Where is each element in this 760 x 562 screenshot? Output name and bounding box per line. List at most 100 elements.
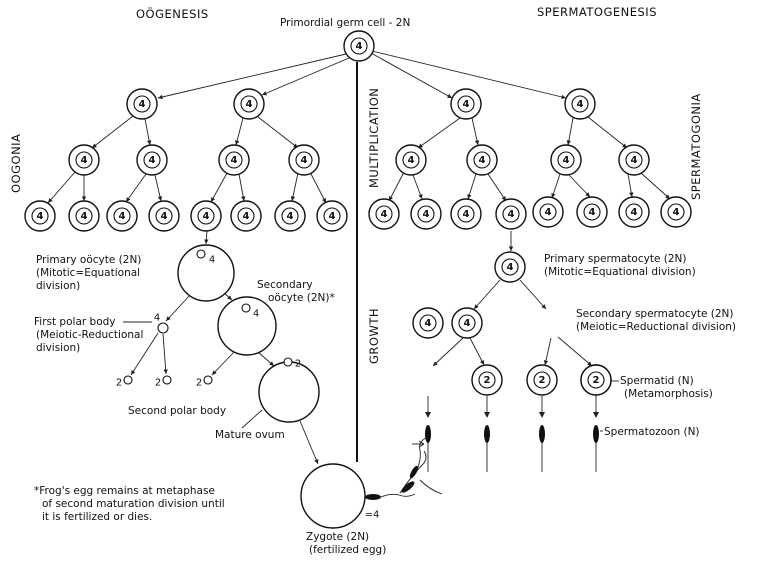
svg-text:4: 4 bbox=[37, 211, 44, 222]
svg-text:4: 4 bbox=[631, 207, 638, 218]
header-spermatogenesis: SPERMATOGENESIS bbox=[537, 5, 657, 19]
label-secondary-spermatocyte-2: (Meiotic=Reductional division) bbox=[576, 321, 736, 333]
label-secondary-oocyte-1: Secondary bbox=[257, 279, 313, 291]
label-secondary-spermatocyte-1: Secondary spermatocyte (2N) bbox=[576, 308, 734, 320]
svg-text:4: 4 bbox=[154, 313, 160, 324]
oogonium-l1-a: 4 bbox=[126, 88, 158, 120]
spermatozoon-1 bbox=[425, 396, 431, 472]
label-spermatozoon: Spermatozoon (N) bbox=[604, 426, 700, 438]
edge-arrow-9 bbox=[471, 117, 480, 146]
polar-body-3: 2 bbox=[196, 375, 213, 389]
oogonium-l3-b: 4 bbox=[68, 200, 100, 232]
oogonium-l3-e: 4 bbox=[190, 200, 222, 232]
edge-arrow-12 bbox=[587, 116, 628, 149]
spermatozoon-3 bbox=[539, 396, 545, 472]
oogonium-l3-a: 4 bbox=[24, 200, 56, 232]
svg-text:4: 4 bbox=[81, 155, 88, 166]
label-oogonia: OOGONIA bbox=[9, 134, 23, 193]
svg-text:2: 2 bbox=[593, 375, 600, 386]
svg-text:4: 4 bbox=[231, 155, 238, 166]
primary-spermatocyte: 4 bbox=[494, 251, 526, 283]
label-primary-oocyte-2: (Mitotic=Equational bbox=[36, 267, 140, 279]
svg-text:2: 2 bbox=[539, 375, 546, 386]
edge-arrow-30 bbox=[165, 294, 191, 322]
edge-arrow-41 bbox=[543, 337, 552, 366]
svg-text:4: 4 bbox=[425, 318, 432, 329]
spermatogonium-l3-c: 4 bbox=[450, 198, 482, 230]
polar-body-2: 2 bbox=[155, 375, 172, 389]
label-second-polar-body: Second polar body bbox=[128, 405, 226, 417]
edge-arrow-8 bbox=[257, 116, 299, 149]
label-spermatogonia: SPERMATOGONIA bbox=[689, 93, 703, 200]
svg-text:4: 4 bbox=[408, 155, 415, 166]
edge-arrow-22 bbox=[412, 174, 423, 200]
svg-text:4: 4 bbox=[149, 155, 156, 166]
edge-arrow-38 bbox=[519, 279, 547, 310]
edge-arrow-19 bbox=[290, 172, 299, 202]
svg-text:=4: =4 bbox=[365, 510, 380, 521]
spermatogonium-l3-a: 4 bbox=[368, 198, 400, 230]
edge-arrow-16 bbox=[154, 174, 163, 202]
secondary-spermatocyte-a: 4 bbox=[451, 307, 483, 339]
edge-arrow-21 bbox=[388, 171, 405, 202]
svg-text:4: 4 bbox=[589, 207, 596, 218]
edge-arrow-36 bbox=[508, 231, 514, 251]
svg-text:4: 4 bbox=[463, 209, 470, 220]
edge-arrow-20 bbox=[309, 171, 327, 204]
edge-arrow-28 bbox=[640, 172, 671, 200]
spermatozoon-2 bbox=[484, 396, 490, 472]
edge-arrow-1 bbox=[157, 53, 347, 100]
header-primordial: Primordial germ cell - 2N bbox=[280, 17, 410, 29]
spermatogonium-l2-c: 4 bbox=[550, 144, 582, 176]
svg-text:4: 4 bbox=[287, 211, 294, 222]
label-zygote-1: Zygote (2N) bbox=[306, 531, 369, 543]
edge-arrow-7 bbox=[235, 117, 244, 146]
label-spermatid-1: Spermatid (N) bbox=[620, 375, 694, 387]
oogonium-l2-d: 4 bbox=[288, 144, 320, 176]
svg-text:4: 4 bbox=[381, 209, 388, 220]
zygote: =4 bbox=[300, 463, 416, 529]
svg-text:4: 4 bbox=[139, 99, 146, 110]
edge-arrow-17 bbox=[210, 172, 228, 203]
edge-arrow-29 bbox=[204, 230, 209, 245]
edge-arrow-33 bbox=[162, 333, 168, 375]
header-oogenesis: OÖGENESIS bbox=[136, 5, 209, 21]
spermatogonium-l3-g: 4 bbox=[618, 196, 650, 228]
spermatogonium-l3-e: 4 bbox=[532, 196, 564, 228]
svg-text:2: 2 bbox=[295, 359, 301, 370]
spermatogonium-l1-b: 4 bbox=[564, 88, 596, 120]
label-growth: GROWTH bbox=[367, 308, 381, 364]
label-first-polar-body-1: First polar body bbox=[34, 316, 116, 328]
spermatogonium-l2-b: 4 bbox=[466, 144, 498, 176]
primary-oocyte: 4 bbox=[177, 244, 235, 302]
spermatogonium-l3-f: 4 bbox=[576, 196, 608, 228]
edge-arrow-10 bbox=[417, 117, 461, 149]
svg-text:4: 4 bbox=[243, 211, 250, 222]
svg-text:4: 4 bbox=[203, 211, 210, 222]
oogonium-l1-b: 4 bbox=[233, 88, 265, 120]
label-primary-oocyte-3: division) bbox=[36, 280, 80, 292]
oogonium-l3-g: 4 bbox=[274, 200, 306, 232]
svg-text:4: 4 bbox=[464, 318, 471, 329]
svg-text:4: 4 bbox=[209, 255, 215, 266]
spermatogonium-l3-h: 4 bbox=[660, 196, 692, 228]
spermatid-a: 2 bbox=[471, 364, 503, 396]
oogonium-l2-c: 4 bbox=[218, 144, 250, 176]
edge-arrow-37 bbox=[473, 279, 501, 310]
svg-text:4: 4 bbox=[673, 207, 680, 218]
spermatogonium-l2-a: 4 bbox=[395, 144, 427, 176]
leader-mature-ovum bbox=[241, 409, 263, 429]
footnote-line-2: of second maturation division until bbox=[42, 498, 225, 510]
spermatogonium-l1-a: 4 bbox=[450, 88, 482, 120]
edge-arrow-24 bbox=[487, 173, 507, 202]
edge-arrow-43 bbox=[299, 420, 319, 465]
swimming-sperm bbox=[399, 437, 443, 495]
edges-group bbox=[47, 50, 671, 465]
edge-arrow-2 bbox=[261, 57, 350, 96]
label-spermatid-2: (Metamorphosis) bbox=[624, 388, 713, 400]
edge-arrow-39 bbox=[432, 337, 464, 367]
svg-text:4: 4 bbox=[356, 41, 363, 52]
first-polar-body: 4 bbox=[154, 313, 169, 334]
edge-arrow-27 bbox=[627, 173, 634, 198]
spermatid-b: 2 bbox=[526, 364, 558, 396]
